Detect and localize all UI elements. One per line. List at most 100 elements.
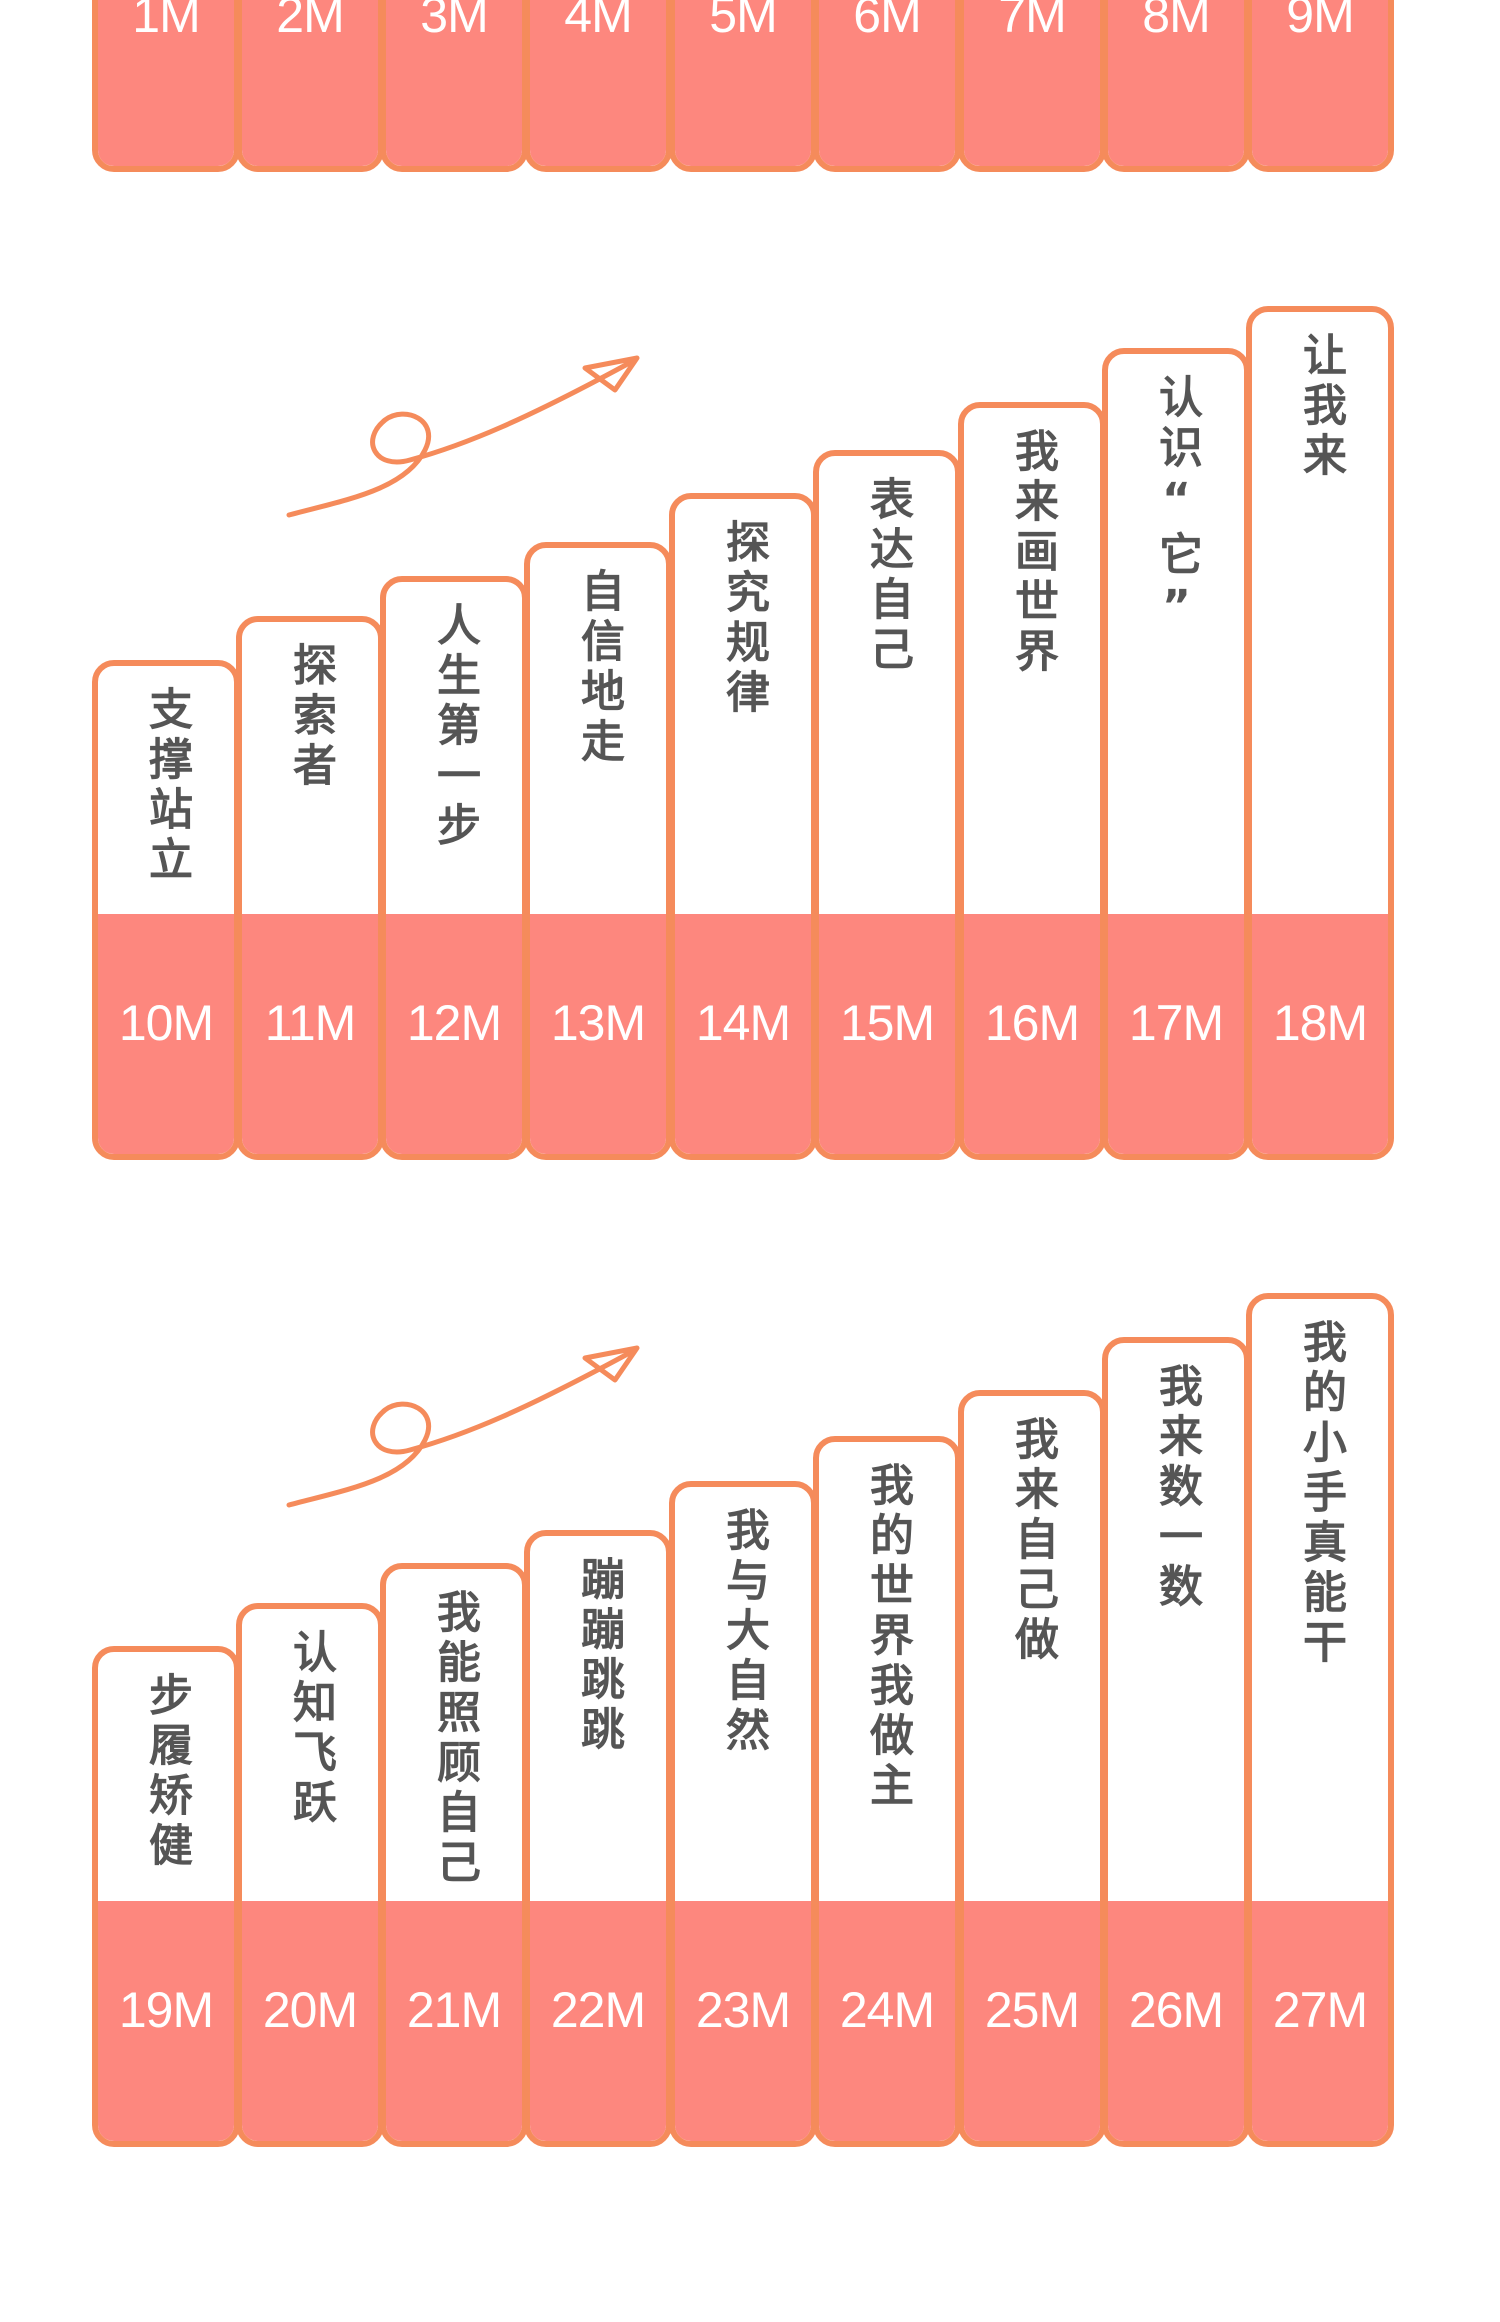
month-label: 12M: [406, 995, 502, 1051]
milestone-book: 蹦蹦跳跳 22M: [524, 1530, 672, 2147]
milestone-label: 认识“它”: [1151, 374, 1202, 638]
milestone-book: 我的小手真能干 27M: [1246, 1293, 1394, 2147]
milestone-book: 我能照顾自己 21M: [380, 1563, 528, 2147]
month-label: 16M: [984, 995, 1080, 1051]
milestone-footer: 18M: [1252, 914, 1388, 1154]
month-label: 11M: [264, 995, 357, 1051]
month-label: 18M: [1272, 995, 1368, 1051]
month-label: 7M: [998, 0, 1066, 43]
milestone-footer: 19M: [98, 1901, 234, 2141]
milestone-label: 表达自己: [862, 476, 913, 676]
milestone-book: 我与大自然 23M: [669, 1481, 817, 2147]
milestone-footer: 9M: [1252, 0, 1388, 166]
milestone-footer: 7M: [964, 0, 1100, 166]
milestone-book: 自信地走 13M: [524, 542, 672, 1160]
month-label: 8M: [1142, 0, 1210, 43]
milestone-label: 让我来: [1295, 332, 1346, 482]
milestone-label: 我与大自然: [718, 1507, 769, 1757]
milestone-label: 我能照顾自己: [429, 1589, 480, 1889]
month-label: 2M: [276, 0, 344, 43]
milestone-footer: 17M: [1108, 914, 1244, 1154]
milestone-book: 2M: [236, 0, 384, 172]
month-label: 26M: [1128, 1982, 1224, 2038]
milestone-footer: 14M: [675, 914, 811, 1154]
milestone-footer: 20M: [242, 1901, 378, 2141]
milestone-label: 人生第一步: [429, 602, 480, 852]
milestone-book: 5M: [669, 0, 817, 172]
milestone-book: 人生第一步 12M: [380, 576, 528, 1160]
milestone-label: 自信地走: [573, 568, 624, 768]
milestone-book: 我来数一数 26M: [1102, 1337, 1250, 2147]
milestone-footer: 16M: [964, 914, 1100, 1154]
month-label: 25M: [984, 1982, 1080, 2038]
milestone-book: 3M: [380, 0, 528, 172]
milestone-footer: 15M: [819, 914, 955, 1154]
month-label: 15M: [839, 995, 935, 1051]
milestone-book: 我来自己做 25M: [958, 1390, 1106, 2147]
milestone-label: 认知飞跃: [285, 1629, 336, 1829]
milestone-label: 我的小手真能干: [1295, 1319, 1346, 1669]
milestone-book: 步履矫健 19M: [92, 1646, 240, 2147]
milestone-footer: 6M: [819, 0, 955, 166]
month-label: 5M: [709, 0, 777, 43]
growth-arrow-icon: [286, 355, 640, 518]
milestone-book: 我的世界我做主 24M: [813, 1436, 961, 2147]
milestone-footer: 1M: [98, 0, 234, 166]
milestone-footer: 10M: [98, 914, 234, 1154]
milestone-book: 探究规律 14M: [669, 493, 817, 1160]
milestone-book: 4M: [524, 0, 672, 172]
month-label: 1M: [132, 0, 200, 43]
milestone-label: 探究规律: [718, 519, 769, 719]
milestone-footer: 22M: [530, 1901, 666, 2141]
milestone-footer: 11M: [242, 914, 378, 1154]
milestone-book: 表达自己 15M: [813, 450, 961, 1160]
milestone-footer: 25M: [964, 1901, 1100, 2141]
growth-arrow-icon: [286, 1345, 640, 1508]
milestone-footer: 21M: [386, 1901, 522, 2141]
milestone-book: 认知飞跃 20M: [236, 1603, 384, 2147]
milestone-footer: 24M: [819, 1901, 955, 2141]
month-label: 19M: [118, 1982, 214, 2038]
milestone-footer: 26M: [1108, 1901, 1244, 2141]
milestone-book: 6M: [813, 0, 961, 172]
month-label: 23M: [695, 1982, 791, 2038]
milestone-label: 我来画世界: [1007, 428, 1058, 678]
month-label: 17M: [1128, 995, 1224, 1051]
milestone-label: 支撑站立: [141, 686, 192, 886]
milestone-label: 我的世界我做主: [862, 1462, 913, 1812]
milestone-label: 我来数一数: [1151, 1363, 1202, 1613]
milestone-footer: 5M: [675, 0, 811, 166]
month-label: 9M: [1286, 0, 1354, 43]
milestone-label: 蹦蹦跳跳: [573, 1556, 624, 1756]
milestone-footer: 27M: [1252, 1901, 1388, 2141]
milestone-footer: 2M: [242, 0, 378, 166]
milestone-book: 认识“它” 17M: [1102, 348, 1250, 1160]
month-label: 27M: [1272, 1982, 1368, 2038]
milestone-book: 9M: [1246, 0, 1394, 172]
milestone-label: 探索者: [285, 642, 336, 792]
milestone-book: 让我来 18M: [1246, 306, 1394, 1160]
milestone-book: 1M: [92, 0, 240, 172]
month-label: 21M: [406, 1982, 502, 2038]
month-label: 4M: [564, 0, 632, 43]
month-label: 3M: [420, 0, 488, 43]
milestone-label: 步履矫健: [141, 1672, 192, 1872]
milestone-footer: 23M: [675, 1901, 811, 2141]
month-label: 6M: [853, 0, 921, 43]
milestone-label: 我来自己做: [1007, 1416, 1058, 1666]
milestone-footer: 4M: [530, 0, 666, 166]
milestone-book: 8M: [1102, 0, 1250, 172]
month-label: 24M: [839, 1982, 935, 2038]
milestone-footer: 3M: [386, 0, 522, 166]
milestone-footer: 12M: [386, 914, 522, 1154]
month-label: 22M: [550, 1982, 646, 2038]
month-label: 13M: [550, 995, 646, 1051]
month-label: 14M: [695, 995, 791, 1051]
milestone-footer: 13M: [530, 914, 666, 1154]
month-label: 20M: [262, 1982, 358, 2038]
milestone-footer: 8M: [1108, 0, 1244, 166]
milestone-row-1: 1M 2M 3M 4M 5M 6M 7M 8M 9M: [0, 0, 1500, 180]
